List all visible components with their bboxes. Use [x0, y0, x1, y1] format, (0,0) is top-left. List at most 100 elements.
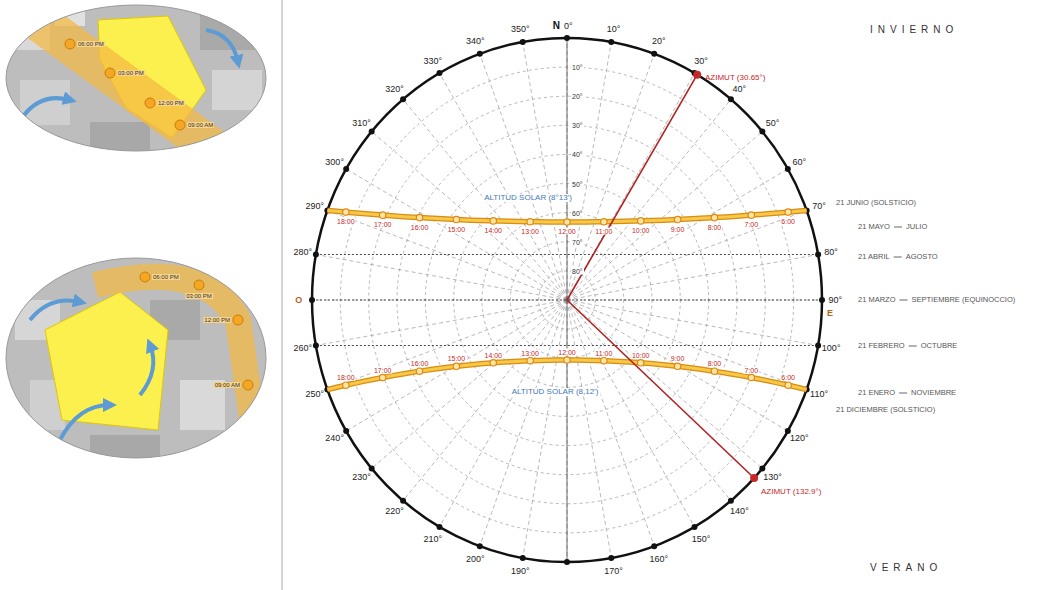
hour-dot: [343, 209, 349, 215]
azimuth-degree: 330°: [424, 57, 443, 66]
hour-label: 16:00: [410, 223, 430, 230]
season-label: INVIERNO: [870, 25, 958, 35]
hour-label: 16:00: [410, 360, 430, 367]
degree-dot: [437, 524, 443, 530]
hour-dot: [453, 216, 459, 222]
hour-label: 8:00: [707, 360, 723, 367]
azimuth-degree: 260°: [294, 343, 313, 352]
azimuth-degree: 0°: [564, 22, 573, 31]
azimuth-ray: [567, 300, 762, 468]
site-plan-top: [0, 0, 280, 166]
degree-dot: [309, 297, 315, 303]
azimuth-ray: [567, 300, 807, 390]
azimuth-degree: 20°: [652, 36, 666, 45]
hour-dot: [748, 212, 754, 218]
azimuth-degree: 70°: [812, 201, 826, 210]
degree-dot: [400, 498, 406, 504]
azimuth-ray: [567, 300, 731, 501]
altitude-degree: 10°: [571, 64, 584, 71]
degree-dot: [313, 342, 319, 348]
hour-label: 15:00: [447, 355, 467, 362]
degree-dot: [608, 555, 614, 561]
hour-label: 17:00: [373, 366, 393, 373]
time-label: 03:00 PM: [185, 293, 213, 299]
altitude-degree: 20°: [571, 93, 584, 100]
separator: [282, 0, 283, 590]
hour-dot: [601, 219, 607, 225]
degree-dot: [785, 428, 791, 434]
degree-dot: [520, 39, 526, 45]
azimuth-ray: [567, 255, 818, 300]
azimuth-degree: 250°: [306, 390, 325, 399]
solar-altitude-note: ALTITUD SOLAR (8°13'): [482, 194, 574, 202]
azimuth-degree: 300°: [325, 158, 344, 167]
azimuth-degree: 160°: [649, 555, 668, 564]
time-label: 09:00 AM: [187, 122, 214, 128]
hour-dot: [379, 374, 385, 380]
hour-dot: [453, 363, 459, 369]
altitude-degree: 80°: [571, 267, 584, 274]
degree-dot: [369, 465, 375, 471]
degree-dot: [759, 129, 765, 135]
azimuth-dot: [693, 71, 701, 79]
azimuth-degree: 60°: [793, 158, 807, 167]
azimuth-value: AZIMUT (132.9°): [761, 488, 821, 496]
azimuth-degree: 220°: [385, 507, 404, 516]
hour-dot: [379, 212, 385, 218]
azimuth-ray: [346, 300, 567, 431]
azimuth-ray: [567, 300, 788, 431]
hour-dot: [490, 360, 496, 366]
azimuth-degree: 120°: [790, 433, 809, 442]
degree-dot: [651, 543, 657, 549]
azimuth-degree: 140°: [730, 507, 749, 516]
altitude-degree: 60°: [571, 209, 584, 216]
degree-dot: [564, 35, 570, 41]
hour-dot: [527, 358, 533, 364]
date-label: NOVIEMBRE: [911, 389, 956, 397]
azimuth-ray: [567, 300, 654, 546]
date-label: 21 FEBRERO: [858, 342, 905, 350]
azimuth-ray: [480, 300, 567, 546]
hour-label: 6:00: [780, 218, 796, 225]
hour-label: 15:00: [447, 225, 467, 232]
azimuth-degree: 320°: [385, 84, 404, 93]
azimuth-ray: [440, 300, 568, 527]
degree-dot: [343, 428, 349, 434]
hour-label: 7:00: [743, 221, 759, 228]
hour-dot: [711, 368, 717, 374]
hour-dot: [564, 357, 570, 363]
azimuth-degree: 50°: [766, 118, 780, 127]
azimuth-ray: [346, 169, 567, 300]
date-label: AGOSTO: [906, 253, 938, 261]
azimuth-degree: 30°: [694, 57, 708, 66]
hour-label: 13:00: [520, 349, 540, 356]
altitude-degree: 70°: [571, 238, 584, 245]
hour-label: 9:00: [670, 355, 686, 362]
degree-dot: [651, 51, 657, 57]
hour-label: 12:00: [557, 349, 577, 356]
inset-frame: [6, 5, 266, 151]
hour-dot: [785, 209, 791, 215]
hour-dot: [711, 214, 717, 220]
altitude-degree: 30°: [571, 122, 584, 129]
time-label: 06:00 PM: [77, 41, 105, 47]
azimuth-degree: 350°: [511, 24, 530, 33]
azimuth-degree: 190°: [511, 567, 530, 576]
cardinal-point: N: [553, 21, 560, 31]
hour-label: 18:00: [336, 218, 356, 225]
altitude-degree: 40°: [571, 151, 584, 158]
azimuth-ray: [403, 300, 567, 501]
azimuth-ray: [316, 255, 567, 300]
azimuth-degree: 340°: [466, 36, 485, 45]
degree-dot: [313, 252, 319, 258]
azimuth-dot: [750, 474, 758, 482]
degree-dot: [477, 51, 483, 57]
hour-dot: [527, 219, 533, 225]
horizon-circle: [312, 38, 822, 562]
azimuth-degree: 280°: [294, 248, 313, 257]
azimuth-degree: 200°: [466, 555, 485, 564]
hour-label: 10:00: [631, 226, 651, 233]
bracket-dash: [900, 300, 908, 301]
inset-frame: [6, 258, 266, 458]
